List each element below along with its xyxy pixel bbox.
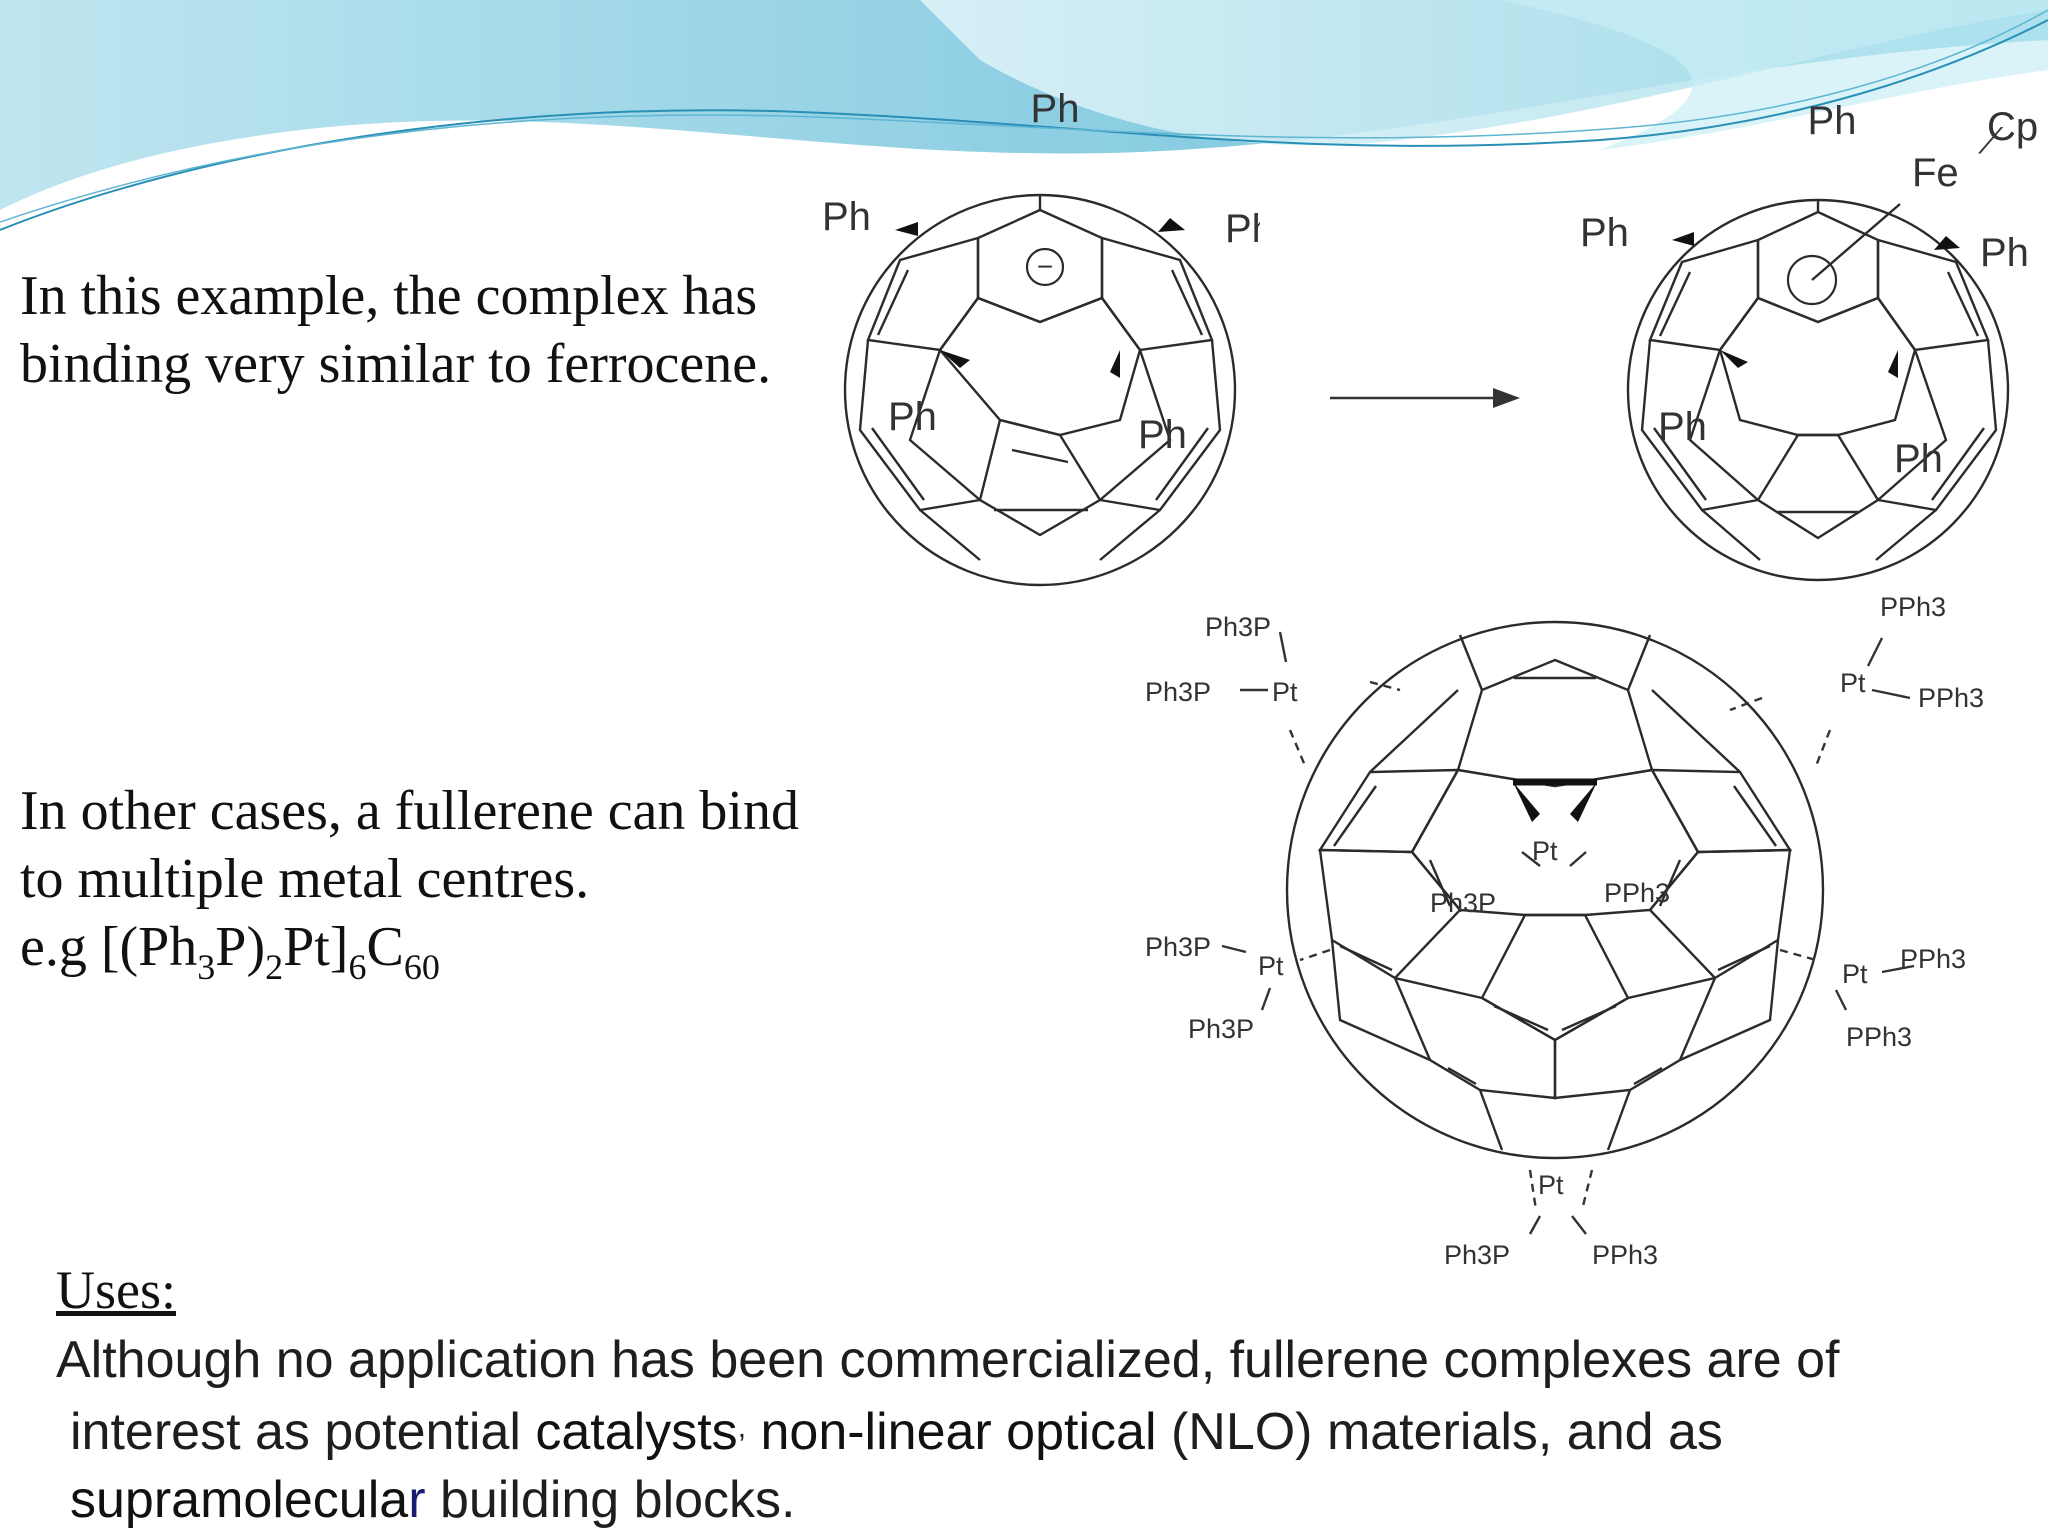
ph-label-right: Ph <box>1225 207 1260 251</box>
formula-sub-3: 6 <box>348 947 367 987</box>
formula-sub-4: 60 <box>403 947 440 987</box>
intro-paragraph: In this example, the complex has binding… <box>20 262 771 398</box>
formula-sub-2: 2 <box>265 947 284 987</box>
pph3-label-center: PPh3 <box>1604 878 1670 908</box>
uses-line-2: interest as potential catalysts, non-lin… <box>56 1394 2036 1466</box>
uses-line-1: Although no application has been commerc… <box>56 1331 1840 1389</box>
cp-label: Cp <box>1987 105 2038 149</box>
ph-label-inner-left: Ph <box>1658 405 1707 449</box>
pph3-label-mr-bottom: PPh3 <box>1846 1022 1912 1052</box>
formula-mid-2: Pt] <box>283 916 349 978</box>
pt-label-ml: Pt <box>1258 951 1284 981</box>
ph3p-label-ml-top: Ph3P <box>1145 932 1211 962</box>
multiple-metal-paragraph: In other cases, a fullerene can bind to … <box>20 777 799 985</box>
formula-prefix: e.g [(Ph <box>20 916 198 978</box>
ph-label-inner-right: Ph <box>1894 437 1943 481</box>
uses-term-supramolecular-end: r <box>408 1471 426 1529</box>
intro-line-2: binding very similar to ferrocene. <box>20 333 772 395</box>
hexaplatinum-fullerene-diagram: Ph3P Ph3P Pt PPh3 Pt PPh3 Pt Ph3P PPh3 P… <box>1145 592 1984 1270</box>
fullerene-anion-diagram: − Ph Ph Ph Ph Ph <box>822 90 1260 587</box>
pph3-label-tr-top: PPh3 <box>1880 592 1946 622</box>
formula: e.g [(Ph3P)2Pt]6C60 <box>20 916 440 985</box>
ph3p-label-ml-bottom: Ph3P <box>1188 1014 1254 1044</box>
pph3-label-tr-right: PPh3 <box>1918 683 1984 713</box>
pt-label-tr: Pt <box>1840 668 1866 698</box>
multi-line-2: to multiple metal centres. <box>20 848 590 910</box>
charge-label: − <box>1037 251 1053 282</box>
ph3p-label-center: Ph3P <box>1430 888 1496 918</box>
fe-cp-bond: ⟋ <box>1978 120 2004 161</box>
ph-label-left: Ph <box>822 195 871 239</box>
ph-label-inner-right: Ph <box>1138 413 1187 457</box>
uses-line-3-c: building blocks. <box>425 1471 796 1529</box>
uses-line-2-e: (NLO) materials, and as <box>1156 1403 1723 1461</box>
ph-label-inner-left: Ph <box>888 395 937 439</box>
uses-term-catalysts: catalysts <box>535 1403 738 1461</box>
formula-sub-1: 3 <box>197 947 216 987</box>
uses-line-3: supramolecular building blocks. <box>56 1466 2036 1534</box>
pt-label-bottom: Pt <box>1538 1170 1564 1200</box>
formula-mid-3: C <box>366 916 404 978</box>
ph3p-label-tl-top: Ph3P <box>1205 612 1271 642</box>
ph3p-label-bottom: Ph3P <box>1444 1240 1510 1270</box>
uses-body: Although no application has been commerc… <box>56 1326 2036 1534</box>
fe-label: Fe <box>1912 151 1959 195</box>
uses-line-2-a: interest as potential <box>70 1403 536 1461</box>
ph-label-top: Ph <box>1808 100 1857 143</box>
uses-comma: , <box>737 1411 747 1444</box>
header-wave-banner <box>0 0 2048 231</box>
pt-label-center: Pt <box>1532 836 1558 866</box>
uses-term-supramolecular: supramolecula <box>70 1471 409 1529</box>
pt-label-tl: Pt <box>1272 677 1298 707</box>
reaction-arrow <box>1330 388 1520 408</box>
ph-label-right: Ph <box>1980 231 2029 275</box>
intro-line-1: In this example, the complex has <box>20 265 758 327</box>
ph3p-label-tl-left: Ph3P <box>1145 677 1211 707</box>
uses-term-nlo: non-linear optical <box>746 1403 1157 1461</box>
uses-heading: Uses: <box>56 1260 176 1320</box>
pph3-label-mr-right: PPh3 <box>1900 944 1966 974</box>
pt-label-mr: Pt <box>1842 959 1868 989</box>
formula-mid-1: P) <box>215 916 266 978</box>
ph-label-top: Ph <box>1031 90 1080 131</box>
fullerene-iron-complex-diagram: Ph Cp Fe ⟋ Ph Ph Ph Ph <box>1580 100 2038 582</box>
ph-label-left: Ph <box>1580 211 1629 255</box>
multi-line-1: In other cases, a fullerene can bind <box>20 780 799 842</box>
pph3-label-bottom: PPh3 <box>1592 1240 1658 1270</box>
